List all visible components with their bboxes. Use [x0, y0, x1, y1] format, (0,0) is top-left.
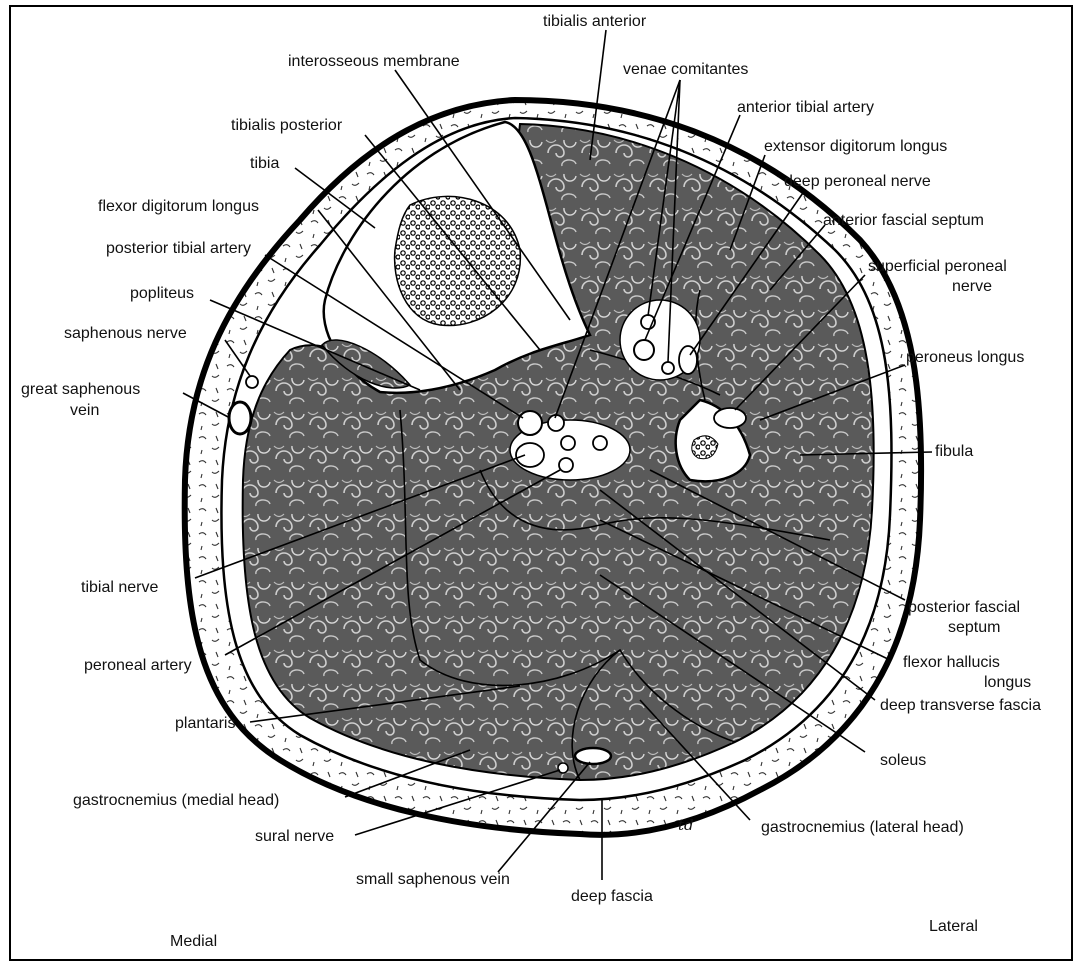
small-saphenous-vein-shape	[575, 748, 611, 764]
label-tibia: tibia	[250, 155, 279, 172]
label-interosseous-membrane: interosseous membrane	[288, 53, 460, 70]
label-gastrocnemius-medial-head: gastrocnemius (medial head)	[73, 792, 279, 809]
label-great-saphenous-vein-line2: vein	[70, 402, 99, 419]
label-saphenous-nerve: saphenous nerve	[64, 325, 187, 342]
label-tibialis-anterior: tibialis anterior	[543, 13, 647, 30]
label-flexor-hallucis-longus-line1: flexor hallucis	[903, 654, 1000, 671]
label-superficial-peroneal-nerve-line1: superficial peroneal	[868, 258, 1007, 275]
tibial-nerve-shape	[516, 443, 544, 467]
label-fibula: fibula	[935, 443, 973, 460]
label-tibial-nerve: tibial nerve	[81, 579, 158, 596]
label-anterior-tibial-artery: anterior tibial artery	[737, 99, 874, 116]
sural-nerve-shape	[558, 763, 568, 773]
peroneal-artery-vessel	[559, 458, 573, 472]
label-medial: Medial	[170, 933, 217, 950]
label-soleus: soleus	[880, 752, 926, 769]
label-tibialis-posterior: tibialis posterior	[231, 117, 343, 134]
label-deep-transverse-fascia: deep transverse fascia	[880, 697, 1041, 714]
superficial-peroneal-nerve-shape	[714, 408, 746, 428]
label-superficial-peroneal-nerve-line2: nerve	[952, 278, 992, 295]
posterior-tibial-artery-vessel-1	[518, 411, 542, 435]
label-deep-peroneal-nerve: deep peroneal nerve	[784, 173, 931, 190]
posterior-vessel-3	[561, 436, 575, 450]
anterior-tibial-artery-vessel	[634, 340, 654, 360]
label-plantaris: plantaris	[175, 715, 235, 732]
label-gastrocnemius-lateral-head: gastrocnemius (lateral head)	[761, 819, 964, 836]
label-great-saphenous-vein-line1: great saphenous	[21, 381, 140, 398]
label-flexor-hallucis-longus-line2: longus	[984, 674, 1031, 691]
label-anterior-fascial-septum: anterior fascial septum	[823, 212, 984, 229]
great-saphenous-vein-shape	[229, 402, 251, 434]
label-peroneus-longus: peroneus longus	[906, 349, 1024, 366]
label-sural-nerve: sural nerve	[255, 828, 334, 845]
venae-comitantes-vessel-2	[662, 362, 674, 374]
label-deep-fascia: deep fascia	[571, 888, 653, 905]
label-peroneal-artery: peroneal artery	[84, 657, 192, 674]
label-small-saphenous-vein: small saphenous vein	[356, 871, 510, 888]
artist-signature: td	[678, 816, 694, 834]
label-popliteus: popliteus	[130, 285, 194, 302]
label-venae-comitantes: venae comitantes	[623, 61, 748, 78]
saphenous-nerve-shape	[246, 376, 258, 388]
label-lateral: Lateral	[929, 918, 978, 935]
label-flexor-digitorum-longus: flexor digitorum longus	[98, 198, 259, 215]
label-extensor-digitorum-longus: extensor digitorum longus	[764, 138, 947, 155]
posterior-vessel-4	[593, 436, 607, 450]
label-posterior-fascial-septum-line2: septum	[948, 619, 1000, 636]
label-posterior-tibial-artery: posterior tibial artery	[106, 240, 251, 257]
label-posterior-fascial-septum-line1: posterior fascial	[908, 599, 1020, 616]
